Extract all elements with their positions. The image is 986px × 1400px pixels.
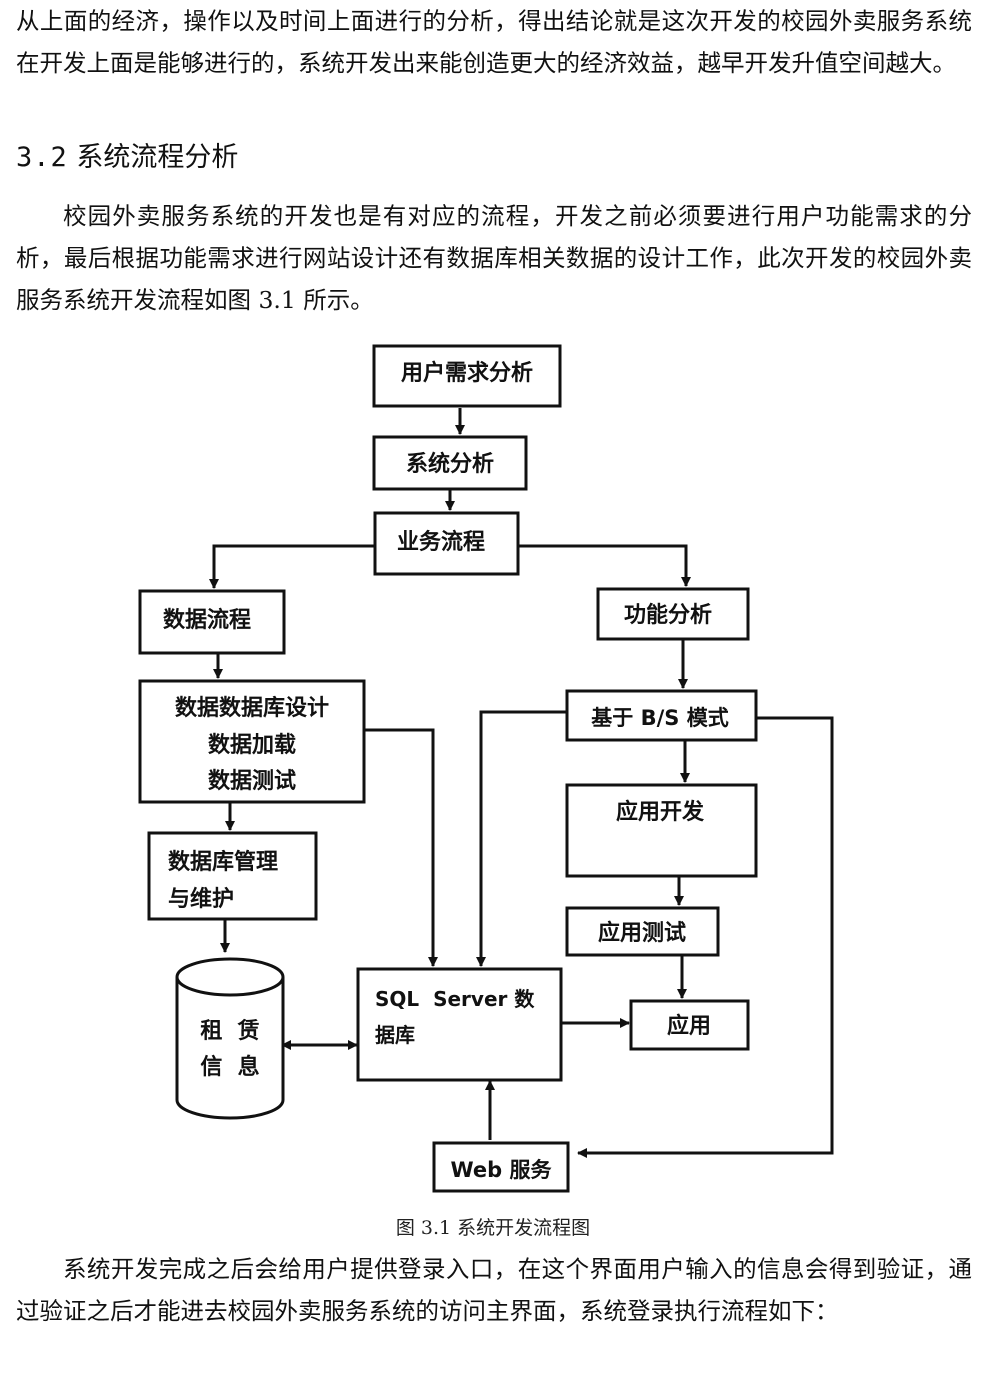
node-bs-mode-box — [565, 689, 758, 742]
node-rental-info-cylinder-body — [175, 977, 285, 1120]
arrow-db-design-to-sql-server — [364, 728, 438, 967]
node-app-development-label: 应用开发 — [616, 799, 705, 825]
node-rental-info-line-1: 租 赁 — [200, 1019, 259, 1044]
node-db-maintenance-line-1: 数据库管理 — [168, 849, 278, 875]
node-db-design-line-1: 数据数据库设计 — [175, 695, 329, 721]
node-web-service: Web 服务 — [432, 1141, 570, 1193]
node-app-development-box — [565, 783, 758, 878]
flow-description-paragraph: 校园外卖服务系统的开发也是有对应的流程，开发之前必须要进行用户功能需求的分析，最… — [16, 202, 972, 314]
intro-continued-paragraph: 从上面的经济，操作以及时间上面进行的分析，得出结论就是这次开发的校园外卖服务系统… — [16, 7, 972, 77]
system-development-flowchart: 用户需求分析 系统分析 业务流程 数据流程 功能分析 数据数据库设计 数据加载 … — [138, 344, 834, 1193]
node-bs-mode-label: 基于 B/S 模式 — [591, 706, 728, 730]
node-bs-mode: 基于 B/S 模式 — [565, 689, 758, 742]
node-user-requirements-label: 用户需求分析 — [401, 360, 533, 386]
node-function-analysis-label: 功能分析 — [624, 602, 712, 628]
arrow-business-to-data-flow — [209, 544, 375, 589]
node-db-design: 数据数据库设计 数据加载 数据测试 — [138, 679, 366, 804]
node-sql-server-line-2: 据库 — [375, 1023, 415, 1047]
node-rental-info-line-2: 信 息 — [200, 1054, 259, 1080]
node-function-analysis-box — [596, 587, 750, 641]
login-description-paragraph: 系统开发完成之后会给用户提供登录入口，在这个界面用户输入的信息会得到验证，通过验… — [16, 1255, 972, 1325]
node-rental-info: 租 赁 信 息 — [175, 957, 285, 1120]
node-app-testing-box — [565, 906, 720, 957]
node-app-testing: 应用测试 — [565, 906, 720, 957]
section-heading: 3.2 系统流程分析 — [16, 138, 238, 178]
node-system-analysis: 系统分析 — [372, 435, 528, 491]
figure-caption: 图 3.1 系统开发流程图 — [395, 1217, 591, 1239]
flowchart-connectors — [209, 408, 834, 1158]
node-system-analysis-box — [372, 435, 528, 491]
node-db-design-line-2: 数据加载 — [208, 732, 296, 758]
node-sql-server-line-1: SQL Server 数 — [375, 987, 535, 1011]
node-data-flow-label: 数据流程 — [163, 607, 251, 633]
node-db-design-line-3: 数据测试 — [208, 768, 296, 794]
arrow-business-to-function-analysis — [518, 544, 691, 587]
node-user-requirements: 用户需求分析 — [372, 344, 562, 408]
node-business-process-label: 业务流程 — [397, 529, 485, 555]
node-db-maintenance-line-2: 与维护 — [168, 886, 234, 912]
arrow-bs-mode-to-web-service — [577, 716, 834, 1158]
node-business-process-box — [373, 511, 520, 576]
node-data-flow: 数据流程 — [138, 589, 286, 655]
node-db-design-box — [138, 679, 366, 804]
node-db-maintenance: 数据库管理 与维护 — [147, 831, 318, 921]
node-data-flow-box — [138, 589, 286, 655]
node-db-maintenance-box — [147, 831, 318, 921]
node-function-analysis: 功能分析 — [596, 587, 750, 641]
node-rental-info-cylinder-top — [175, 957, 285, 997]
node-application-box — [629, 999, 750, 1051]
node-application: 应用 — [629, 999, 750, 1051]
node-app-testing-label: 应用测试 — [598, 920, 686, 946]
arrow-bs-mode-to-sql-server — [476, 710, 567, 967]
node-web-service-box — [432, 1141, 570, 1193]
section-title: 系统流程分析 — [76, 142, 239, 173]
section-number: 3.2 — [16, 142, 68, 173]
node-system-analysis-label: 系统分析 — [406, 451, 494, 477]
node-user-requirements-box — [372, 344, 562, 408]
node-sql-server: SQL Server 数 据库 — [356, 967, 563, 1082]
node-business-process: 业务流程 — [373, 511, 520, 576]
node-sql-server-box — [356, 967, 563, 1082]
node-web-service-label: Web 服务 — [450, 1158, 552, 1182]
node-app-development: 应用开发 — [565, 783, 758, 878]
node-application-label: 应用 — [667, 1013, 711, 1039]
